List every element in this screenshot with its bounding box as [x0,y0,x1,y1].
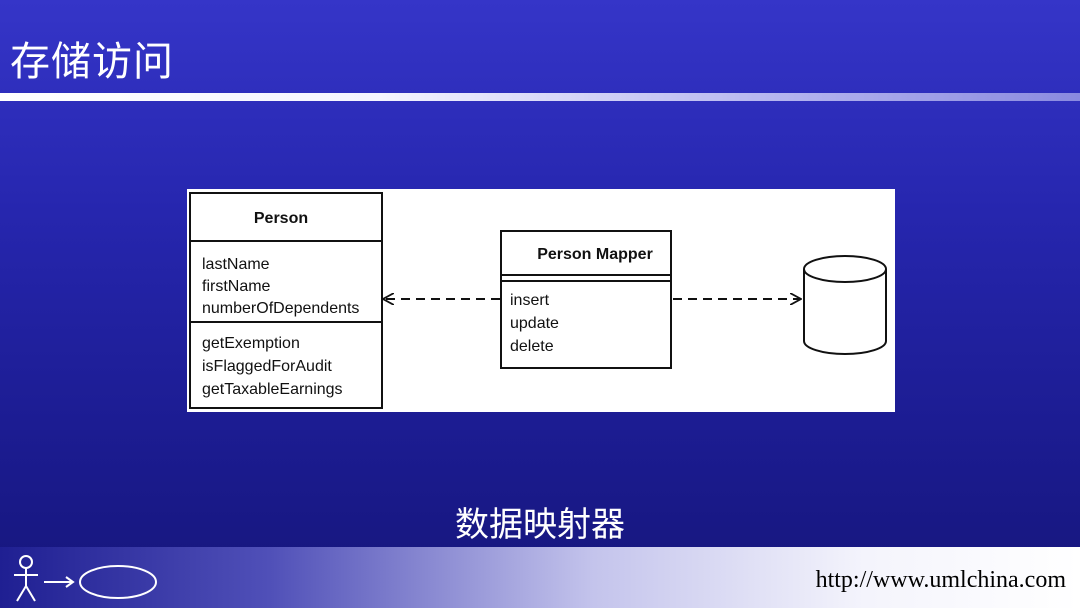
person-operation: getTaxableEarnings [202,381,343,398]
actor-usecase-logo-icon [14,555,157,602]
person-attribute: numberOfDependents [202,300,359,317]
database-cylinder-icon [803,255,887,355]
uml-diagram-svg: Person lastName firstName numberOfDepend… [189,192,887,409]
person-operation: isFlaggedForAudit [202,358,332,375]
person-class-box [189,192,383,409]
footer-bar: http://www.umlchina.com [0,547,1080,608]
person-class-name: Person [254,210,308,227]
uml-diagram: Person lastName firstName numberOfDepend… [187,189,895,412]
person-operation: getExemption [202,335,300,352]
person-class: Person lastName firstName numberOfDepend… [189,192,383,409]
title-rule [0,93,1080,101]
person-attribute: firstName [202,278,271,295]
slide-caption: 数据映射器 [455,505,625,545]
person-attribute: lastName [202,256,270,273]
mapper-operation: update [510,315,559,332]
mapper-operation: insert [510,292,550,309]
mapper-class-box [500,230,672,369]
mapper-class-name: Person Mapper [537,246,653,263]
slide-title: 存储访问 [10,39,174,85]
mapper-class: Person Mapper insert update delete [500,230,672,369]
mapper-operation: delete [510,338,554,355]
footer-url: http://www.umlchina.com [815,567,1066,593]
